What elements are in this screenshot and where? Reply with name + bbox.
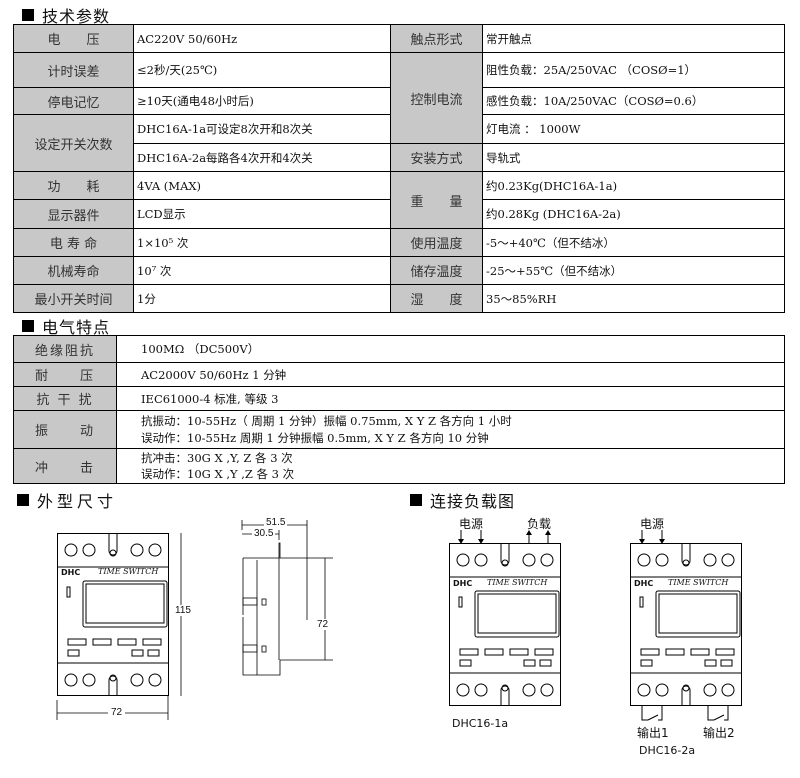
value-line: 误动作：10G X ,Y ,Z 各 3 次 [141,467,295,481]
value-cell: ≤2秒/天(25℃) [133,52,391,88]
value-cell: 常开触点 [482,24,785,53]
table-row: 设定开关次数 DHC16A-1a可设定8次开和8次关 灯电流 ： 1000W [13,114,785,172]
label-cell: 设定开关次数 [13,114,134,172]
brand-logo: DHC [453,579,473,588]
table-row: 最小开关时间 1分 湿 度 35～85%RH [13,284,785,313]
value-cell: ≥10天(通电48小时后) [133,87,391,115]
label-cell: 耐 压 [13,362,117,387]
table-row: 计时误差 ≤2秒/天(25℃) 控制电流 阻性负载：25A/250VAC （CO… [13,52,785,144]
label-cell: 抗 干 扰 [13,386,117,411]
value-cell: 约0.28Kg (DHC16A-2a) [482,199,785,229]
value-cell: 约0.23Kg(DHC16A-1a) [482,171,785,200]
label-cell: 电 寿 命 [13,228,134,257]
table-row: 冲 击 抗冲击：30G X ,Y, Z 各 3 次误动作：10G X ,Y ,Z … [13,448,785,484]
value-cell: AC2000V 50/60Hz 1 分钟 [116,362,785,387]
label-cell: 安装方式 [390,143,483,172]
value-cell: DHC16A-2a每路各4次开和4次关 [133,143,391,172]
label-cell: 重 量 [390,171,483,229]
tech-params-table: 电 压 AC220V 50/60Hz 触点形式 常开触点 计时误差 ≤2秒/天(… [13,24,785,313]
label-cell: 计时误差 [13,52,134,88]
dim-width: 72 [108,707,126,718]
label-power: 电源 [640,517,665,531]
square-bullet-icon [22,9,34,21]
value-cell: IEC61000-4 标准, 等级 3 [116,386,785,411]
dim-height: 115 [175,605,191,616]
label-cell: 控制电流 [390,52,483,144]
label-cell: 绝缘阻抗 [13,335,117,363]
wire-arrows [639,530,665,544]
label-cell: 湿 度 [390,284,483,313]
label-cell: 冲 击 [13,448,117,484]
device-side-drawing [241,520,333,676]
value-cell: LCD显示 [133,199,391,229]
table-row: 电 压 AC220V 50/60Hz 触点形式 常开触点 [13,24,785,53]
device-title: TIME SWITCH [487,578,548,587]
model-label-2a: DHC16-2a [639,744,696,757]
table-row: DHC16A-2a每路各4次开和4次关 安装方式 导轨式 [14,143,785,172]
value-cell: AC220V 50/60Hz [133,24,391,53]
label-power: 电源 [459,517,484,531]
dim-rail: 72 [317,619,329,630]
value-cell: DHC16A-1a可设定8次开和8次关 [133,114,391,144]
device-title: TIME SWITCH [98,567,159,576]
table-row: 振 动 抗振动：10-55Hz（ 周期 1 分钟）振幅 0.75mm, X Y Z… [13,410,785,449]
brand-logo: DHC [61,568,81,577]
wire-arrows [458,530,551,544]
section-title-elec: 电气特点 [22,314,110,338]
model-label-1a: DHC16-1a [452,717,509,730]
label-output-2: 输出2 [703,726,735,740]
dim-depth-front: 30.5 [252,528,276,539]
label-cell: 触点形式 [390,24,483,53]
value-cell: 阻性负载：25A/250VAC （COSØ=1） [482,52,785,88]
table-row: 功 耗 4VA (MAX) 重 量 约0.23Kg(DHC16A-1a) [13,171,785,229]
output-switches [641,706,729,721]
value-cell: 灯电流 ： 1000W [482,114,785,144]
value-cell: 100MΩ （DC500V） [116,335,785,363]
label-cell: 振 动 [13,410,117,449]
label-cell: 停电记忆 [13,87,134,115]
dim-depth-total: 51.5 [264,517,288,528]
section-title-dims: 外型尺寸 [17,488,117,512]
value-cell: 感性负载：10A/250VAC（COSØ=0.6） [482,87,785,115]
value-line: 抗振动：10-55Hz（ 周期 1 分钟）振幅 0.75mm, X Y Z 各方… [141,413,512,428]
value-cell: 35～85%RH [482,284,785,313]
square-bullet-icon [410,494,422,506]
label-cell: 最小开关时间 [13,284,134,313]
value-cell: 4VA (MAX) [133,171,391,200]
table-row: 停电记忆 ≥10天(通电48小时后) 感性负载：10A/250VAC（COSØ=… [13,87,785,115]
label-cell: 使用温度 [390,228,483,257]
value-line: 误动作：10-55Hz 周期 1 分钟振幅 0.5mm, X Y Z 各方向 1… [141,430,489,445]
value-cell: -5～+40℃（但不结冰） [482,228,785,257]
label-load: 负载 [527,517,552,531]
device-1a-drawing [449,543,561,706]
section-title-tech: 技术参数 [22,3,110,27]
square-bullet-icon [22,320,34,332]
value-cell: -25～+55℃（但不结冰） [482,256,785,285]
square-bullet-icon [17,494,29,506]
label-output-1: 输出1 [637,726,669,740]
value-cell: 导轨式 [482,143,785,172]
brand-logo: DHC [634,579,654,588]
device-title: TIME SWITCH [668,578,729,587]
value-cell: 10⁷ 次 [133,256,391,285]
label-cell: 储存温度 [390,256,483,285]
section-title-wiring: 连接负载图 [410,488,515,512]
table-row: 显示器件 LCD显示 约0.28Kg (DHC16A-2a) [13,199,785,229]
table-row: 机械寿命 10⁷ 次 储存温度 -25～+55℃（但不结冰） [13,256,785,285]
value-line: 抗冲击：30G X ,Y, Z 各 3 次 [141,451,293,465]
value-cell: 1分 [133,284,391,313]
label-cell: 电 压 [13,24,134,53]
value-cell: 1×10⁵ 次 [133,228,391,257]
device-2a-drawing [630,543,742,706]
dimension-lines [56,533,182,720]
label-cell: 显示器件 [13,199,134,229]
table-row: 电 寿 命 1×10⁵ 次 使用温度 -5～+40℃（但不结冰） [13,228,785,257]
label-cell: 功 耗 [13,171,134,200]
label-cell: 机械寿命 [13,256,134,285]
